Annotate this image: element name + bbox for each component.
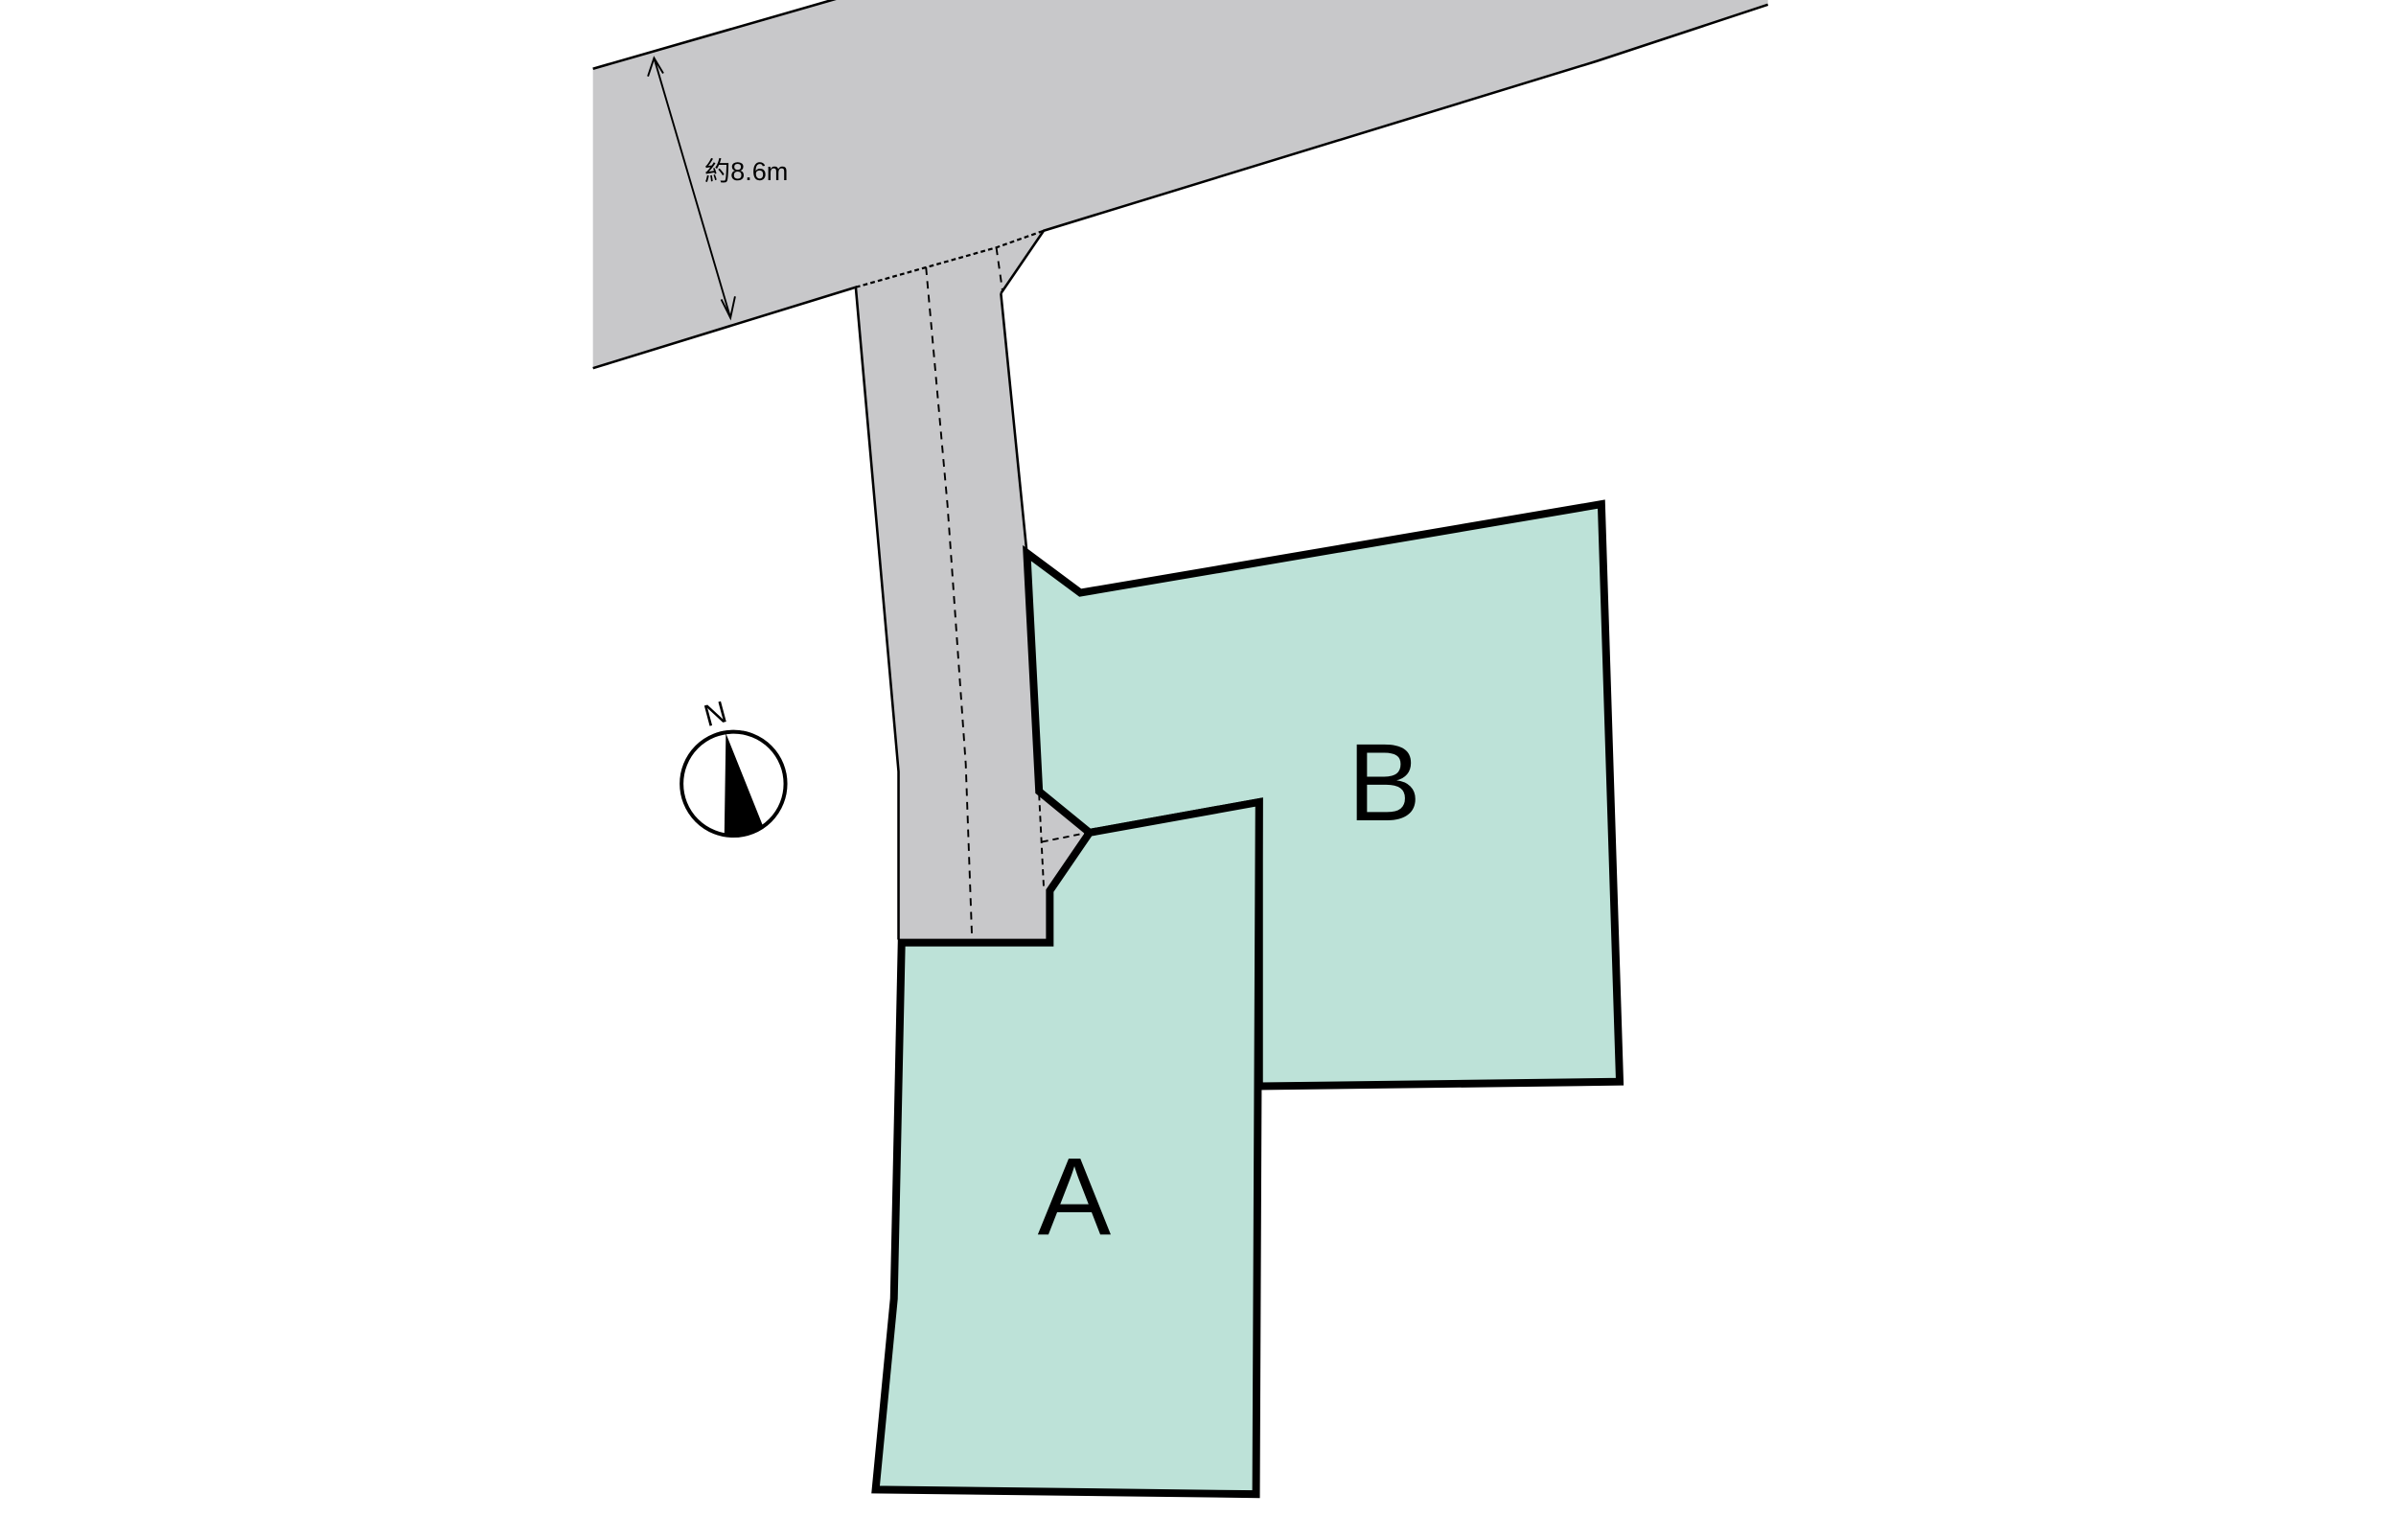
road-width-dimension [647,56,736,321]
driveway-centerline-dashed [925,266,974,935]
road [592,0,1768,943]
lot-b-label: B [1348,722,1421,844]
corner-dashed-2 [1042,831,1089,843]
arrow-head-up-icon [647,56,664,78]
lot-a-label: A [1038,1136,1112,1258]
road-edge-right [1000,3,1769,294]
road-edge-bottom [592,286,900,940]
road-width-label: 約8.6m [704,156,788,186]
boundary-dotted [855,229,1045,288]
driveway-dashed-short [995,247,1003,291]
road-edge-top [592,0,837,70]
lot-a[interactable] [871,797,1263,1499]
arrow-head-down-icon [720,296,736,321]
compass-north-label: N [700,694,730,733]
corner-dashed [1038,793,1045,886]
north-compass-icon [680,729,788,839]
driveway-edge-right [1000,292,1028,554]
